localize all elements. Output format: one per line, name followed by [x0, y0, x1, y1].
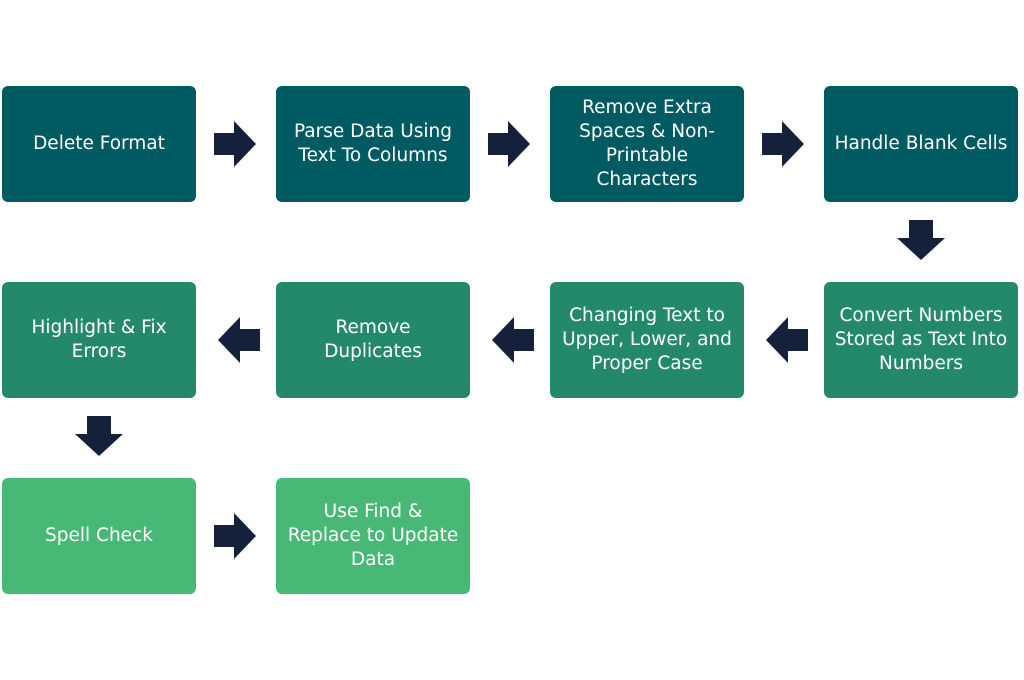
arrow-left-icon: [218, 317, 260, 363]
step-spell-check: Spell Check: [2, 478, 196, 594]
step-highlight-fix-errors: Highlight & Fix Errors: [2, 282, 196, 398]
arrow-right-icon: [214, 513, 256, 559]
step-label: Highlight & Fix Errors: [31, 317, 167, 362]
step-label: Spell Check: [45, 525, 153, 546]
arrow-down-icon: [75, 416, 123, 456]
step-convert-numbers-stored-as-text: Convert Numbers Stored as Text Into Numb…: [824, 282, 1018, 398]
step-label: Changing Text to Upper, Lower, and Prope…: [562, 305, 732, 374]
step-parse-data-text-to-columns: Parse Data Using Text To Columns: [276, 86, 470, 202]
step-label: Remove Extra Spaces & Non-Printable Char…: [579, 97, 715, 190]
arrow-left-icon: [492, 317, 534, 363]
step-label: Convert Numbers Stored as Text Into Numb…: [834, 305, 1008, 374]
step-remove-extra-spaces: Remove Extra Spaces & Non-Printable Char…: [550, 86, 744, 202]
arrow-right-icon: [488, 121, 530, 167]
step-find-replace: Use Find & Replace to Update Data: [276, 478, 470, 594]
step-handle-blank-cells: Handle Blank Cells: [824, 86, 1018, 202]
arrow-left-icon: [766, 317, 808, 363]
step-label: Use Find & Replace to Update Data: [287, 501, 459, 570]
step-label: Handle Blank Cells: [834, 133, 1008, 154]
arrow-right-icon: [214, 121, 256, 167]
step-remove-duplicates: Remove Duplicates: [276, 282, 470, 398]
step-label: Remove Duplicates: [324, 317, 422, 362]
step-label: Parse Data Using Text To Columns: [293, 121, 452, 166]
step-label: Delete Format: [33, 133, 165, 154]
step-changing-text-case: Changing Text to Upper, Lower, and Prope…: [550, 282, 744, 398]
arrow-down-icon: [897, 220, 945, 260]
step-delete-format: Delete Format: [2, 86, 196, 202]
arrow-right-icon: [762, 121, 804, 167]
